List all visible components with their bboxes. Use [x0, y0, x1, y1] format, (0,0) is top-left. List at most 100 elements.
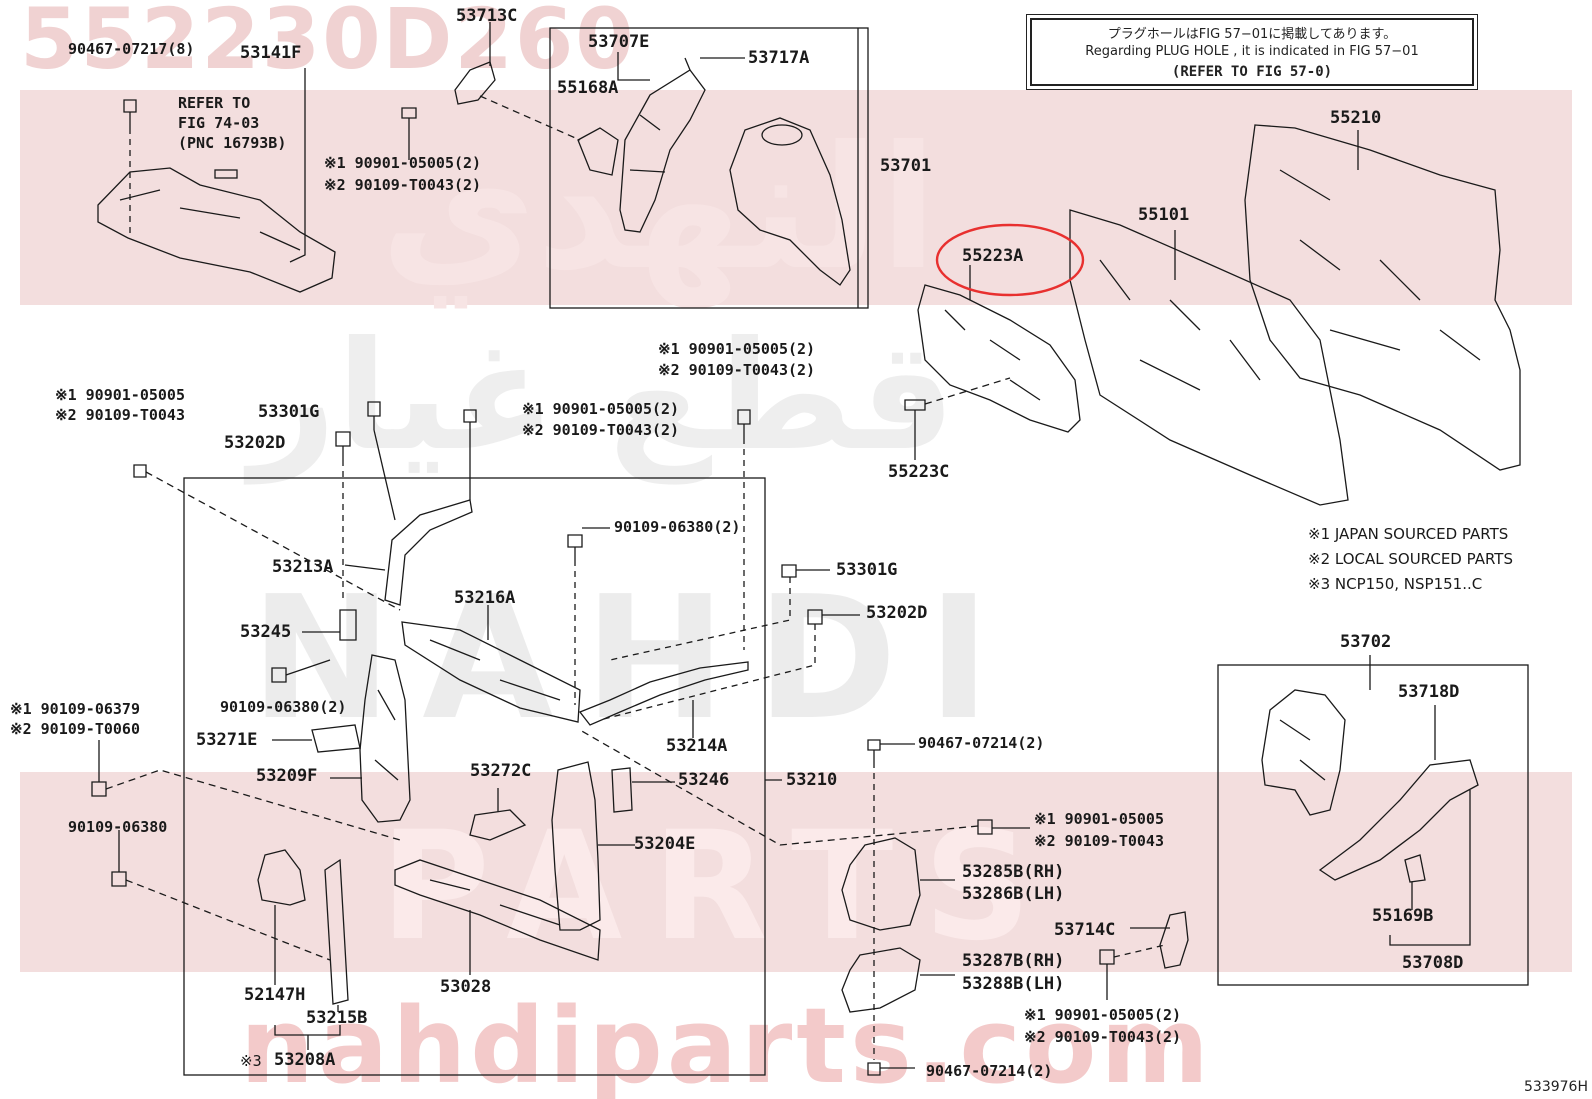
label-53215B[interactable]: 53215B — [306, 1008, 368, 1028]
label-53245[interactable]: 53245 — [240, 622, 292, 642]
label-s2-90109-T0043-d[interactable]: ※2 90109-T0043(2) — [522, 421, 680, 439]
bolt-top-right — [737, 409, 751, 438]
label-90467-07214-a[interactable]: 90467-07214(2) — [918, 734, 1045, 752]
part-52147H-shape — [257, 849, 306, 906]
leader-right-dash-1 — [609, 577, 791, 661]
label-53714C[interactable]: 53714C — [1054, 920, 1116, 940]
label-52147H[interactable]: 52147H — [244, 985, 306, 1005]
label-s2-90109-T0043-c[interactable]: ※2 90109-T0043 — [55, 406, 185, 424]
label-53271E[interactable]: 53271E — [196, 730, 258, 750]
part-53707E-detail — [629, 114, 666, 173]
leader-right-dash-2 — [599, 624, 816, 721]
part-55210-detail — [1279, 169, 1481, 361]
label-53718D[interactable]: 53718D — [1398, 682, 1460, 702]
label-s1-90901-05005-c[interactable]: ※1 90901-05005 — [55, 386, 185, 404]
part-53246-shape — [611, 767, 633, 813]
label-53287B-rh[interactable]: 53287B(RH) — [962, 951, 1065, 971]
part-53028-shape — [394, 859, 601, 961]
label-53202D-right[interactable]: 53202D — [866, 603, 928, 623]
leader-53717A — [684, 57, 745, 71]
part-53214A-shape — [578, 661, 749, 726]
part-55223A-detail — [944, 309, 1041, 401]
label-90109-06380-c[interactable]: 90109-06380 — [68, 818, 168, 836]
highlight-circle-55223A — [935, 223, 1085, 297]
bolt-90109-06380-top — [567, 534, 583, 560]
label-footnote-3: ※3 — [240, 1052, 262, 1070]
leader-left-upper-dash — [145, 471, 401, 611]
label-s2-90109-T0043-b[interactable]: ※2 90109-T0043(2) — [658, 361, 816, 379]
part-53141F-shape — [97, 167, 336, 293]
bolt-right-middle — [977, 819, 993, 835]
label-53209F[interactable]: 53209F — [256, 766, 318, 786]
label-53717A[interactable]: 53717A — [748, 48, 810, 68]
label-53286B-lh[interactable]: 53286B(LH) — [962, 884, 1065, 904]
watermark-band-bottom — [20, 772, 1572, 972]
part-53272C-shape — [469, 809, 527, 841]
watermark-parts: PARTS — [380, 800, 1062, 974]
label-53272C[interactable]: 53272C — [470, 761, 532, 781]
label-53028[interactable]: 53028 — [440, 977, 492, 997]
label-53141F[interactable]: 53141F — [240, 43, 302, 63]
leader-right-labels — [796, 569, 860, 616]
reference-note-box: プラグホールはFIG 57−01に掲載してあります。 Regarding PLU… — [1026, 14, 1478, 90]
part-53213A-shape — [384, 499, 473, 606]
label-53285B-rh[interactable]: 53285B(RH) — [962, 862, 1065, 882]
label-s2-90109-T0043-e[interactable]: ※2 90109-T0043 — [1034, 832, 1164, 850]
leader-55223C-dash — [924, 377, 1011, 405]
label-55210[interactable]: 55210 — [1330, 108, 1382, 128]
label-s2-90109-T0060[interactable]: ※2 90109-T0060 — [10, 720, 140, 738]
part-53707E-shape — [619, 69, 706, 233]
label-55101[interactable]: 55101 — [1138, 205, 1190, 225]
bolt-53301G-right — [781, 564, 797, 578]
label-53204E[interactable]: 53204E — [634, 834, 696, 854]
bolt-lower-right — [1099, 949, 1115, 965]
label-53301G[interactable]: 53301G — [258, 402, 320, 422]
frame-53702 — [1217, 664, 1529, 986]
label-53708D[interactable]: 53708D — [1402, 953, 1464, 973]
label-53301G-right[interactable]: 53301G — [836, 560, 898, 580]
label-53707E[interactable]: 53707E — [588, 32, 650, 52]
clip-90467-07217 — [123, 99, 137, 128]
label-90109-06380-a[interactable]: 90109-06380(2) — [614, 518, 741, 536]
label-53210[interactable]: 53210 — [786, 770, 838, 790]
label-s1-90109-06379[interactable]: ※1 90109-06379 — [10, 700, 140, 718]
label-s1-90901-05005-d[interactable]: ※1 90901-05005(2) — [522, 400, 680, 418]
label-53202D[interactable]: 53202D — [224, 433, 286, 453]
part-53209F-detail — [374, 689, 399, 781]
label-s1-90901-05005-e[interactable]: ※1 90901-05005 — [1034, 810, 1164, 828]
label-s2-90109-T0043-a[interactable]: ※2 90109-T0043(2) — [324, 176, 482, 194]
label-90109-06380-b[interactable]: 90109-06380(2) — [220, 698, 347, 716]
figure-code: 533976H — [1524, 1079, 1588, 1095]
label-55169B[interactable]: 55169B — [1372, 906, 1434, 926]
label-53246[interactable]: 53246 — [678, 770, 730, 790]
watermark-arabic-2: قطع غيار — [250, 310, 956, 484]
reference-refer: (REFER TO FIG 57-0) — [1171, 64, 1333, 80]
label-53214A[interactable]: 53214A — [666, 736, 728, 756]
label-s1-90901-05005-a[interactable]: ※1 90901-05005(2) — [324, 154, 482, 172]
leader-53141F — [289, 68, 306, 263]
label-55223A[interactable]: 55223A — [962, 246, 1024, 266]
label-90467-07217[interactable]: 90467-07217(8) — [68, 40, 195, 58]
label-53288B-lh[interactable]: 53288B(LH) — [962, 974, 1065, 994]
label-53713C[interactable]: 53713C — [456, 6, 518, 26]
frame-53701 — [549, 27, 869, 309]
label-90467-07214-b[interactable]: 90467-07214(2) — [926, 1062, 1053, 1080]
label-53213A[interactable]: 53213A — [272, 557, 334, 577]
watermark-brand: NAHDI — [250, 560, 1021, 758]
leader-bolt-left — [285, 659, 331, 676]
part-53028-detail — [429, 879, 561, 926]
frame-53210 — [183, 477, 766, 1076]
label-53701[interactable]: 53701 — [880, 156, 932, 176]
label-s1-90901-05005-b[interactable]: ※1 90901-05005(2) — [658, 340, 816, 358]
label-s2-90109-T0043-f[interactable]: ※2 90109-T0043(2) — [1024, 1028, 1182, 1046]
label-55168A[interactable]: 55168A — [557, 78, 619, 98]
label-53216A[interactable]: 53216A — [454, 588, 516, 608]
label-55223C[interactable]: 55223C — [888, 462, 950, 482]
label-53702[interactable]: 53702 — [1340, 632, 1392, 652]
label-53208A[interactable]: 53208A — [274, 1050, 336, 1070]
bolt-53301G — [367, 401, 381, 430]
bolt-top-center — [463, 409, 477, 436]
label-s1-90901-05005-f[interactable]: ※1 90901-05005(2) — [1024, 1006, 1182, 1024]
watermark-url: nahdiparts.com — [240, 985, 1213, 1099]
